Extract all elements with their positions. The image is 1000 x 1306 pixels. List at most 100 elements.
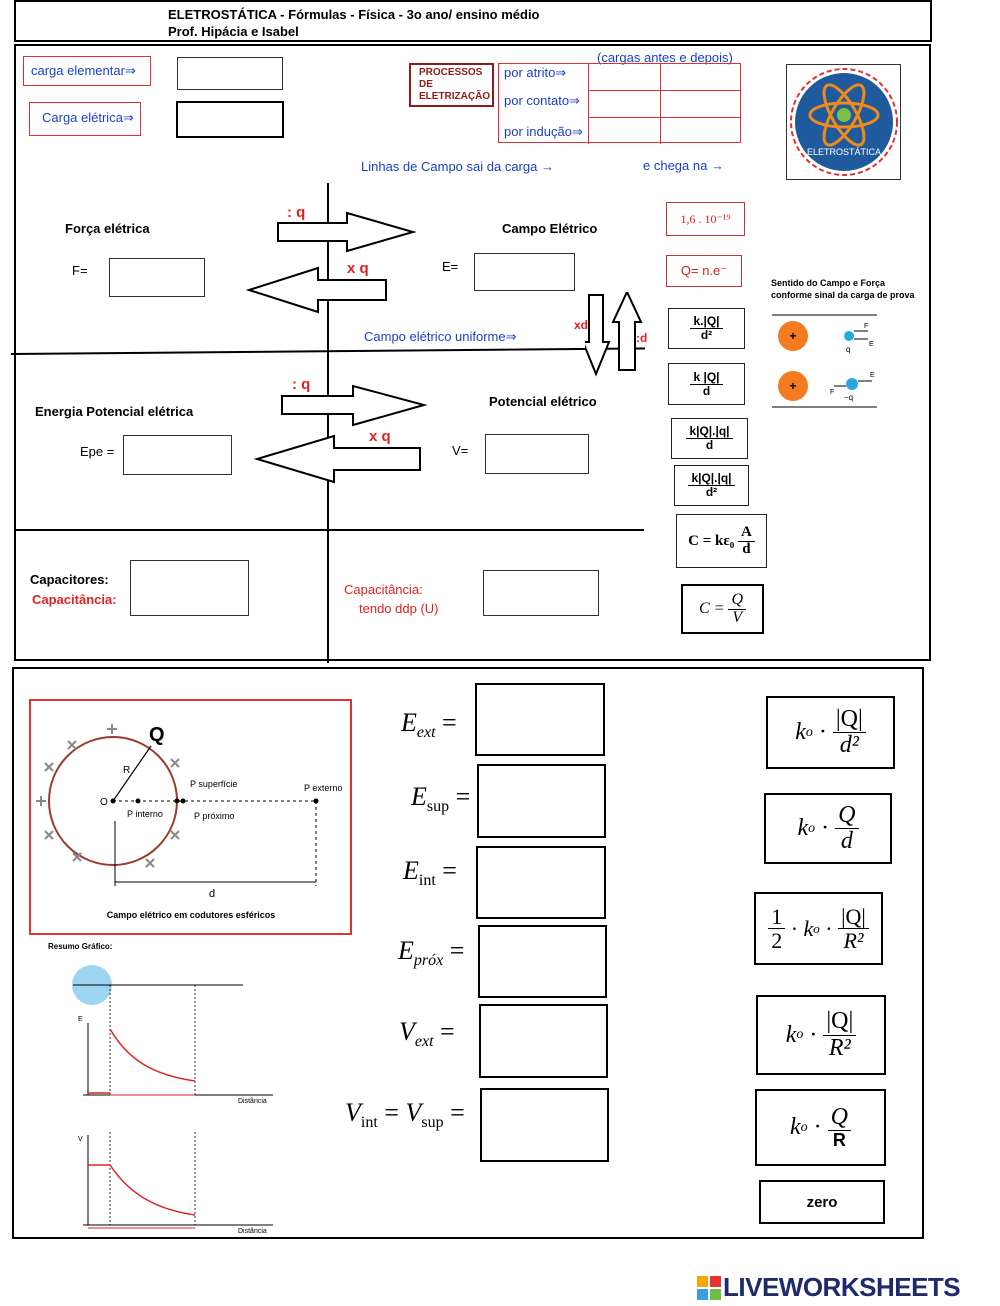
div-q-label-2: : q: [292, 376, 311, 393]
svg-text:ELETROSTÁTICA: ELETROSTÁTICA: [807, 147, 881, 157]
kqq-d2-den: d²: [705, 485, 718, 499]
processos-row-divider-2: [588, 117, 741, 118]
liveworksheets-icon: [697, 1275, 721, 1300]
forca-eletrica-dropzone[interactable]: [109, 258, 205, 297]
svg-text:P próximo: P próximo: [194, 811, 234, 821]
capacitores-label: Capacitores:: [30, 572, 109, 587]
e-chega-na-label: e chega na →: [643, 158, 724, 173]
answer-card-k-q-d[interactable]: k |Q|d: [668, 363, 745, 405]
arrow-left-multiply-q-1: [246, 266, 387, 314]
f-eq-label: F=: [72, 263, 88, 278]
sentido-diagram: + F E q + F E −q: [772, 314, 877, 408]
cap2-num: Q: [728, 591, 747, 610]
svg-text:−q: −q: [844, 393, 853, 402]
svg-text:E: E: [78, 1016, 83, 1023]
arrow-left-multiply-q-2: [254, 434, 421, 484]
cap2-lhs: C =: [698, 600, 725, 617]
svg-text:V: V: [78, 1136, 83, 1143]
eq-e-prox: Epróx =: [398, 936, 465, 970]
epe-eq-label: Epe =: [80, 444, 115, 459]
svg-text:+: +: [789, 379, 796, 393]
potencial-eletrico-dropzone[interactable]: [485, 434, 589, 474]
carga-eletrica-dropzone[interactable]: [176, 101, 284, 138]
answer-card-kqq-d[interactable]: k|Q|.|q|d: [671, 418, 748, 459]
resumo-grafico-label: Resumo Gráfico:: [48, 942, 113, 951]
cap1-num: A: [738, 524, 755, 542]
graph-electric-field: E Distância: [72, 965, 273, 1105]
eq-e-int: Eint =: [403, 856, 457, 890]
grid-horizontal-line-2: [14, 529, 644, 531]
xd-label: xd: [574, 318, 589, 332]
svg-text:F: F: [830, 389, 834, 396]
k-q-d-num: k |Q|: [690, 371, 723, 385]
v-int-sup-dropzone[interactable]: [480, 1088, 609, 1162]
campo-eletrico-dropzone[interactable]: [474, 253, 575, 291]
div-q-label-1: : q: [287, 204, 306, 221]
eq-e-ext: Eext =: [401, 708, 457, 742]
energia-potencial-dropzone[interactable]: [123, 435, 232, 475]
answer-card-k-q-d2[interactable]: k.|Q|d²: [668, 308, 745, 349]
carga-elementar-dropzone[interactable]: [177, 57, 283, 90]
e-prox-dropzone[interactable]: [478, 925, 607, 998]
answer-card-kqq-d2[interactable]: k|Q|.|q|d²: [674, 465, 749, 506]
positive-charge-icon-1: [778, 321, 808, 351]
inducao-depois-dropzone[interactable]: [661, 119, 740, 143]
k-q-d2-num: k.|Q|: [690, 315, 723, 329]
capacitancia-ddp-label-2: tendo ddp (U): [359, 601, 439, 616]
answer-card-zero[interactable]: zero: [759, 1180, 885, 1224]
k-q-d2-den: d²: [700, 328, 713, 342]
e-ext-dropzone[interactable]: [475, 683, 605, 756]
carga-eletrica-label-box: [29, 102, 141, 136]
svg-text:Q: Q: [149, 724, 165, 746]
answer-card-carga-elementar[interactable]: 1,6 . 10⁻¹⁹: [666, 202, 745, 236]
e-sup-dropzone[interactable]: [477, 764, 606, 838]
k-q-d-den: d: [702, 383, 711, 398]
svg-text:P externo: P externo: [304, 783, 342, 793]
kqq-d2-num: k|Q|.|q|: [688, 472, 735, 486]
bottom-section-frame: [12, 667, 924, 1239]
test-charge-icon-2: [846, 378, 858, 390]
inducao-antes-dropzone[interactable]: [589, 119, 659, 143]
sentido-title-2: conforme sinal da carga de prova: [771, 290, 915, 300]
processos-row-divider-1: [588, 90, 741, 91]
header-box: ELETROSTÁTICA - Fórmulas - Física - 3o a…: [14, 0, 932, 42]
liveworksheets-logo: LIVEWORKSHEETS: [697, 1272, 961, 1303]
header-authors: Prof. Hipácia e Isabel: [168, 24, 299, 39]
mul-q-label-2: x q: [369, 428, 391, 445]
processos-col-divider-1: [588, 64, 589, 144]
campo-uniforme-label: Campo elétrico uniforme⇒: [364, 329, 517, 344]
capacitancia-ddp-dropzone[interactable]: [483, 570, 599, 616]
contato-depois-dropzone[interactable]: [661, 92, 740, 116]
potencial-eletrico-label: Potencial elétrico: [489, 394, 597, 409]
cargas-antes-depois: (cargas antes e depois): [597, 50, 733, 65]
arrow-right-divide-q-2: [281, 384, 428, 427]
spherical-conductor-diagram: Q R O P superfície P interno P externo P…: [36, 724, 342, 920]
por-atrito-label: por atrito⇒: [504, 65, 567, 80]
eq-v-ext: Vext =: [399, 1017, 455, 1051]
contato-antes-dropzone[interactable]: [589, 92, 659, 116]
capacitancia-dropzone[interactable]: [130, 560, 249, 616]
cap2-den: V: [732, 608, 743, 626]
campo-eletrico-label: Campo Elétrico: [502, 221, 598, 236]
atrito-depois-dropzone[interactable]: [661, 65, 740, 89]
svg-text:P interno: P interno: [127, 809, 163, 819]
positive-charge-icon-2: [778, 371, 808, 401]
cap1-den: d: [742, 540, 751, 557]
atrito-antes-dropzone[interactable]: [589, 65, 659, 89]
capacitancia-label: Capacitância:: [32, 592, 117, 607]
answer-card-q-ne[interactable]: Q= n.e⁻: [666, 255, 742, 287]
e-eq-label: E=: [442, 259, 459, 274]
eq-e-sup: Esup =: [411, 782, 471, 816]
mul-q-label-1: x q: [347, 260, 369, 277]
grid-vertical-line: [327, 183, 329, 663]
e-int-dropzone[interactable]: [476, 846, 606, 919]
v-ext-dropzone[interactable]: [479, 1004, 608, 1078]
por-inducao-label: por indução⇒: [504, 124, 583, 139]
